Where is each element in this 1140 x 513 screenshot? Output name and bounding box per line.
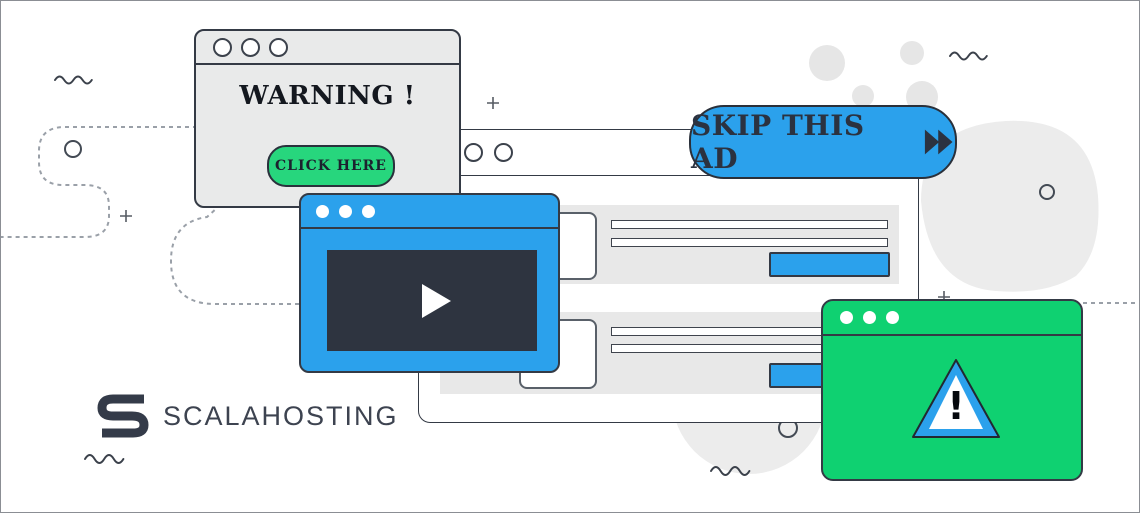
window-dot-icon bbox=[339, 204, 352, 218]
window-dot-icon bbox=[213, 37, 232, 57]
ad-action-button[interactable] bbox=[769, 252, 890, 277]
brand-name: SCALAHOSTING bbox=[163, 400, 399, 431]
text-line-placeholder bbox=[611, 238, 888, 247]
alert-popup: ! bbox=[821, 299, 1083, 481]
decor-dot bbox=[852, 85, 874, 107]
skip-ad-button[interactable]: SKIP THIS AD bbox=[689, 105, 957, 179]
video-screen bbox=[327, 250, 537, 351]
decor-dot bbox=[900, 41, 924, 65]
play-icon[interactable] bbox=[421, 283, 451, 318]
window-dot-icon bbox=[464, 143, 483, 162]
window-dot-icon bbox=[886, 311, 899, 324]
squiggle-icon bbox=[710, 466, 751, 476]
text-line-placeholder bbox=[611, 220, 888, 229]
window-dot-icon bbox=[863, 311, 876, 324]
exclamation-mark: ! bbox=[947, 384, 965, 428]
blob-shape bbox=[921, 120, 1099, 292]
browser-titlebar bbox=[419, 130, 918, 176]
window-dot-icon bbox=[241, 37, 260, 57]
plus-icon bbox=[120, 210, 132, 222]
scalahosting-logo: SCALAHOSTING bbox=[96, 392, 399, 440]
fast-forward-icon bbox=[924, 129, 953, 155]
alert-titlebar bbox=[823, 301, 1081, 336]
squiggle-icon bbox=[949, 51, 988, 61]
window-dot-icon bbox=[269, 37, 288, 57]
warning-title: WARNING ! bbox=[239, 81, 416, 111]
video-titlebar bbox=[301, 195, 558, 229]
dashed-path bbox=[169, 207, 299, 305]
video-popup bbox=[299, 193, 560, 373]
click-here-button[interactable]: CLICK HERE bbox=[267, 145, 395, 187]
warning-triangle-icon bbox=[912, 359, 1000, 438]
squiggle-icon bbox=[84, 454, 125, 464]
warning-titlebar bbox=[196, 31, 459, 65]
warning-popup: WARNING ! CLICK HERE bbox=[194, 29, 461, 208]
dashed-path bbox=[1, 126, 197, 238]
window-dot-icon bbox=[840, 311, 853, 324]
decor-circle-outline bbox=[1039, 184, 1055, 200]
squiggle-icon bbox=[54, 75, 93, 85]
plus-icon bbox=[487, 97, 499, 109]
decor-dot bbox=[809, 45, 845, 81]
decor-circle-outline bbox=[64, 140, 82, 158]
window-dot-icon bbox=[494, 143, 513, 162]
scalahosting-logo-icon bbox=[97, 394, 149, 438]
window-dot-icon bbox=[362, 204, 375, 218]
window-dot-icon bbox=[316, 204, 329, 218]
skip-ad-label: SKIP THIS AD bbox=[691, 109, 865, 175]
